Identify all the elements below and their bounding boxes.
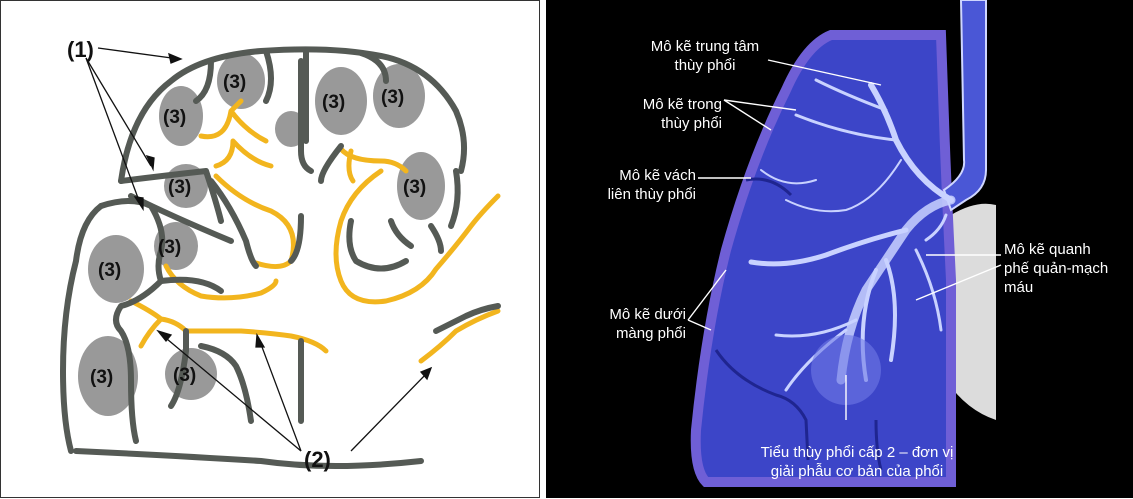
- label-line: thùy phổi: [612, 114, 722, 133]
- cell-label: (3): [90, 367, 113, 388]
- cell-label: (3): [381, 87, 404, 108]
- label-peribronchovascular-interstitium: Mô kẽ quanh phế quản-mạch máu: [1004, 240, 1129, 297]
- label-line: máu: [1004, 278, 1129, 297]
- lobule-schematic: (3) (3) (3) (3) (3) (3) (3) (3) (3) (3): [1, 1, 541, 499]
- label-subpleural-interstitium: Mô kẽ dưới màng phổi: [574, 305, 686, 343]
- cell-label: (3): [168, 177, 191, 198]
- label-line: Mô kẽ trung tâm: [632, 37, 778, 56]
- cell-label: (3): [322, 92, 345, 113]
- label-central-interstitium: Mô kẽ trung tâm thùy phổi: [632, 37, 778, 75]
- left-schematic-panel: (3) (3) (3) (3) (3) (3) (3) (3) (3) (3) …: [0, 0, 540, 498]
- cell-label: (3): [98, 260, 121, 281]
- label-line: Mô kẽ quanh: [1004, 240, 1129, 259]
- label-line: Tiểu thùy phổi cấp 2 – đơn vị: [742, 443, 972, 462]
- cell-label: (3): [158, 237, 181, 258]
- label-1: (1): [67, 37, 94, 63]
- right-illustration-panel: Mô kẽ trung tâm thùy phổi Mô kẽ trong th…: [546, 0, 1133, 498]
- cell-label: (3): [163, 107, 186, 128]
- label-line: giải phẫu cơ bản của phổi: [742, 462, 972, 481]
- label-septal-interstitium: Mô kẽ vách liên thùy phổi: [574, 166, 696, 204]
- label-line: Mô kẽ trong: [612, 95, 722, 114]
- label-line: màng phổi: [574, 324, 686, 343]
- label-secondary-lobule: Tiểu thùy phổi cấp 2 – đơn vị giải phẫu …: [742, 443, 972, 481]
- label-2: (2): [304, 447, 331, 473]
- cell-label: (3): [223, 72, 246, 93]
- cell-label: (3): [403, 177, 426, 198]
- label-line: Mô kẽ dưới: [574, 305, 686, 324]
- label-line: Mô kẽ vách: [574, 166, 696, 185]
- label-line: liên thùy phổi: [574, 185, 696, 204]
- label-line: phế quản-mạch: [1004, 259, 1129, 278]
- label-line: thùy phổi: [632, 56, 778, 75]
- label-intralobular-interstitium: Mô kẽ trong thùy phổi: [612, 95, 722, 133]
- cell-label: (3): [173, 365, 196, 386]
